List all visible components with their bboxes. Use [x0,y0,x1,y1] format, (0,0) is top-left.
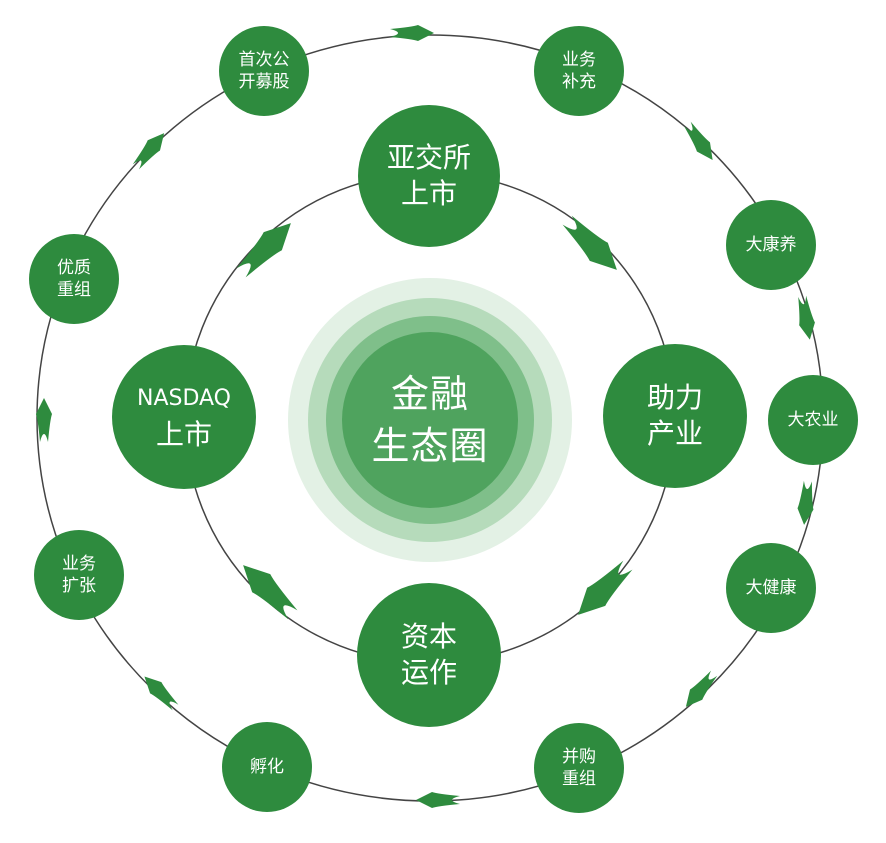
inner-node-label-1: 资本 [400,620,457,653]
center-line-1: 金融 [390,372,469,416]
outer-node-business-supplement: 业务 补充 [534,26,624,116]
outer-node-label-1: 业务 [62,554,96,574]
outer-node-label-2: 扩张 [62,576,96,596]
outer-node-health: 大健康 [726,543,816,633]
outer-node-label-1: 优质 [57,258,91,278]
outer-node-label-1: 业务 [562,50,596,70]
outer-node-label-1: 大健康 [745,578,797,598]
inner-node-industry: 助力 产业 [603,344,747,488]
outer-node-label-2: 补充 [562,72,596,92]
outer-node-elderly-care: 大康养 [726,200,816,290]
inner-node-label-1: NASDAQ [136,386,231,411]
center-node: 金融 生态圈 [342,332,518,508]
outer-node-label-1: 大农业 [787,410,839,430]
outer-node-quality-restructure: 优质 重组 [29,234,119,324]
inner-node-label-2: 上市 [155,418,212,451]
outer-node-label-1: 首次公 [238,50,290,70]
inner-node-asian-exchange: 亚交所 上市 [358,105,500,247]
outer-node-label-1: 大康养 [745,235,797,255]
inner-node-nasdaq: NASDAQ 上市 [112,345,256,489]
outer-node-agriculture: 大农业 [768,375,858,465]
outer-node-incubation: 孵化 [222,722,312,812]
outer-node-label-2: 开募股 [238,72,290,92]
inner-node-label-1: 亚交所 [386,141,471,174]
outer-node-label-1: 孵化 [250,757,284,777]
outer-node-business-expansion: 业务 扩张 [34,530,124,620]
outer-node-label-1: 并购 [562,747,596,767]
inner-node-label-2: 运作 [400,656,457,689]
center-line-2: 生态圈 [371,424,489,468]
inner-node-label-2: 上市 [400,177,457,210]
inner-node-label-2: 产业 [646,417,703,450]
center-core [342,332,518,508]
outer-node-mna: 并购 重组 [534,723,624,813]
outer-node-ipo: 首次公 开募股 [219,26,309,116]
outer-node-label-2: 重组 [57,280,91,300]
outer-node-label-2: 重组 [562,769,596,789]
inner-node-label-1: 助力 [646,381,703,414]
inner-node-capital: 资本 运作 [357,583,501,727]
